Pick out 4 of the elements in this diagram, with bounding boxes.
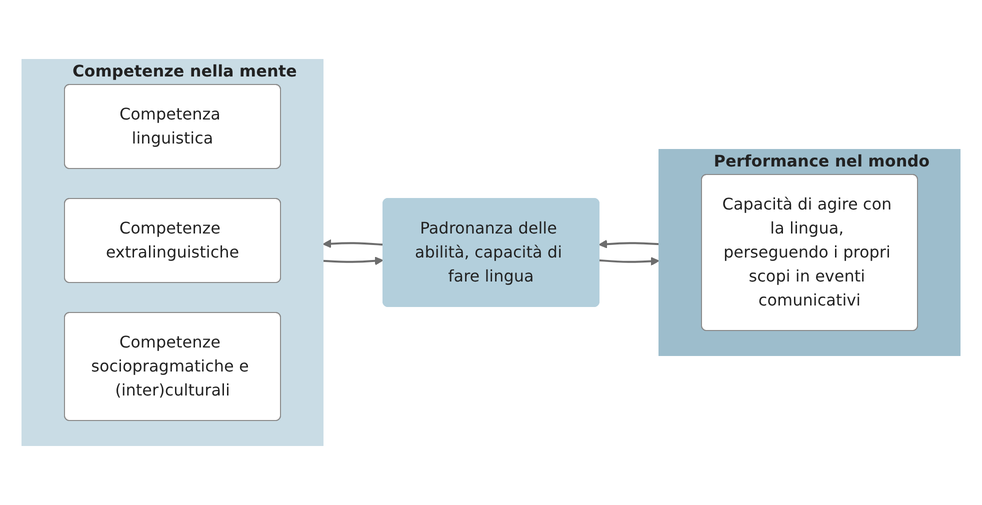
arrow bbox=[322, 239, 384, 248]
arrow bbox=[322, 256, 384, 266]
arrow bbox=[598, 240, 660, 248]
arrow bbox=[598, 256, 660, 266]
